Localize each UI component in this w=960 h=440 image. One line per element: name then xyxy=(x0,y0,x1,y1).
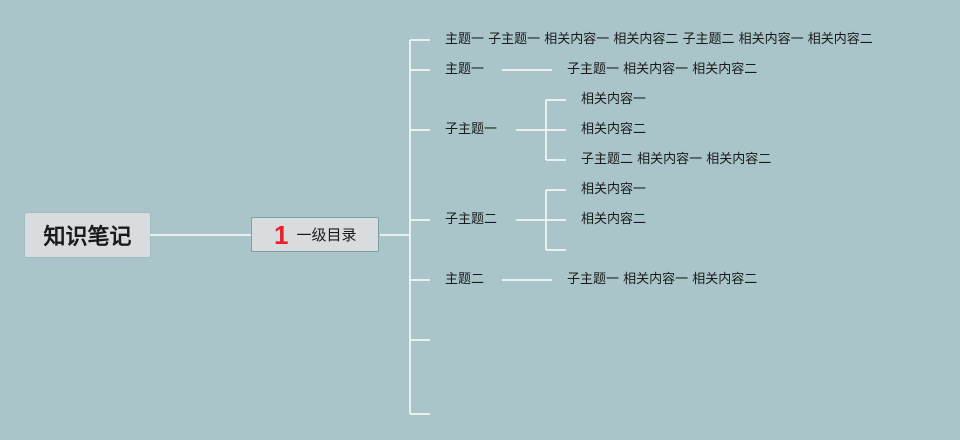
root-node[interactable]: 知识笔记 xyxy=(25,213,150,257)
level1-label: 一级目录 xyxy=(296,226,357,244)
level1-node[interactable]: 1 一级目录 xyxy=(251,217,379,252)
branch-2-label[interactable]: 主题一 xyxy=(445,62,485,77)
level1-number: 1 xyxy=(274,219,289,250)
branch-5-child[interactable]: 子主题一 相关内容一 相关内容二 xyxy=(567,272,758,287)
root-node-label: 知识笔记 xyxy=(43,225,132,250)
branch-2-child[interactable]: 子主题一 相关内容一 相关内容二 xyxy=(567,62,758,77)
branch-5-label[interactable]: 主题二 xyxy=(445,272,485,287)
branch-3-child-3[interactable]: 子主题二 相关内容一 相关内容二 xyxy=(581,152,772,167)
branch-3-label[interactable]: 子主题一 xyxy=(445,122,498,137)
branch-1-text[interactable]: 主题一 子主题一 相关内容一 相关内容二 子主题二 相关内容一 相关内容二 xyxy=(445,32,873,47)
branch-4-child-2[interactable]: 相关内容二 xyxy=(581,212,647,227)
branch-3-child-2[interactable]: 相关内容二 xyxy=(581,122,647,137)
branch-4-child-1[interactable]: 相关内容一 xyxy=(581,182,647,197)
branch-3-child-1[interactable]: 相关内容一 xyxy=(581,92,647,107)
branch-4-label[interactable]: 子主题二 xyxy=(445,212,498,227)
